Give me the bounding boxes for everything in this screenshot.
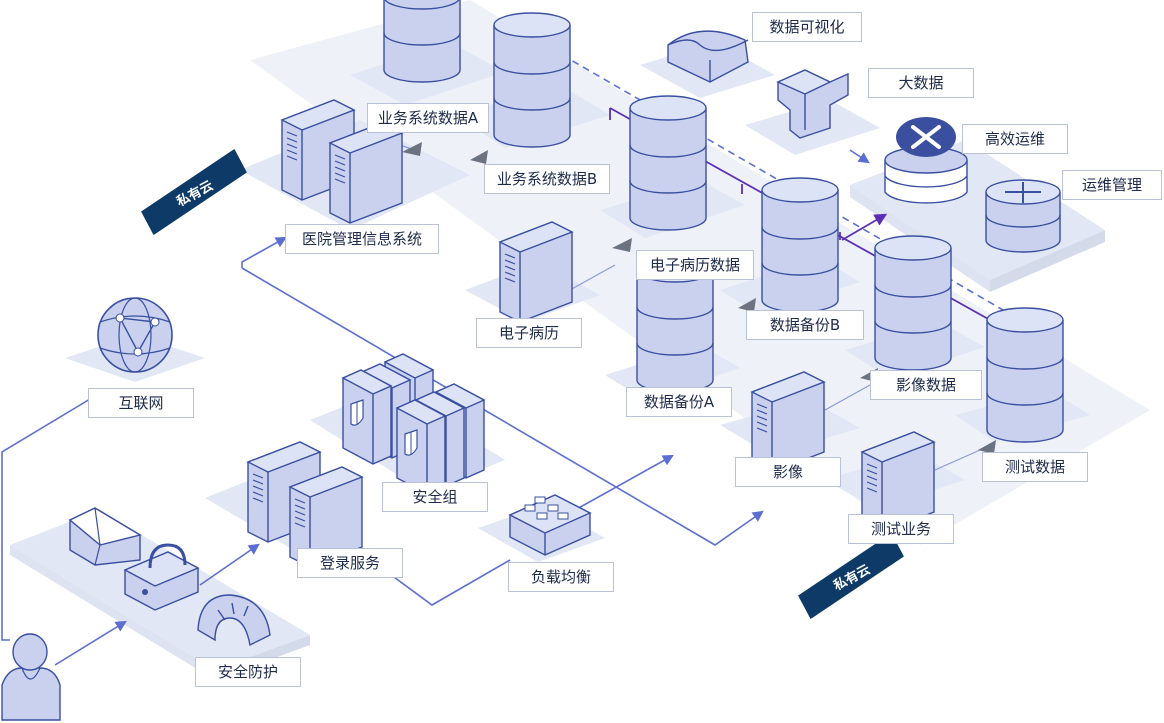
label-login-service: 登录服务 [297, 548, 403, 578]
label-backup-b: 数据备份B [746, 310, 864, 340]
label-internet: 互联网 [88, 388, 194, 418]
lb-to-cloud-line [574, 454, 674, 511]
database-icon-emr-data [629, 95, 707, 231]
label-ops-management: 运维管理 [1062, 170, 1162, 200]
database-icon-image-data [874, 235, 952, 371]
wrench-icon [884, 117, 968, 204]
label-test-business: 测试业务 [848, 514, 954, 544]
user-to-internet-line [1, 388, 107, 641]
label-image-data: 影像数据 [870, 370, 982, 400]
gauge-icon [197, 594, 271, 647]
label-big-data: 大数据 [868, 68, 974, 98]
user-icon [1, 633, 61, 721]
router-icon [985, 179, 1061, 253]
database-icon-test-data [986, 307, 1064, 443]
label-data-visualization: 数据可视化 [752, 12, 862, 42]
security-to-login-line [199, 543, 260, 586]
label-imaging: 影像 [735, 457, 841, 487]
user-to-security-line [54, 620, 127, 666]
lock-icon [123, 543, 200, 611]
his-entry-line [241, 236, 287, 268]
load-balancer-icon [508, 494, 592, 556]
label-his: 医院管理信息系统 [285, 224, 439, 254]
label-emr-data: 电子病历数据 [636, 250, 754, 280]
database-icon-biz-a [383, 0, 461, 83]
database-icon-biz-b [493, 12, 571, 148]
label-test-data: 测试数据 [982, 452, 1088, 482]
label-load-balance: 负载均衡 [508, 562, 614, 592]
visualization-icon [667, 30, 749, 83]
label-security-group: 安全组 [382, 482, 488, 512]
database-icon-backup-b [761, 177, 839, 313]
label-biz-data-b: 业务系统数据B [484, 164, 610, 194]
label-emr: 电子病历 [476, 318, 582, 348]
purple-to-ops-line [841, 213, 888, 241]
label-security-protection: 安全防护 [195, 657, 301, 687]
big-data-icon [776, 69, 849, 139]
label-biz-data-a: 业务系统数据A [367, 103, 489, 133]
label-backup-a: 数据备份A [626, 387, 732, 417]
shield-icon [68, 507, 142, 566]
devices [1, 0, 1064, 721]
firewall-icon-6 [396, 399, 446, 495]
globe-icon [97, 297, 173, 373]
firewall-icon-3 [342, 369, 392, 465]
label-efficient-ops: 高效运维 [962, 124, 1068, 154]
